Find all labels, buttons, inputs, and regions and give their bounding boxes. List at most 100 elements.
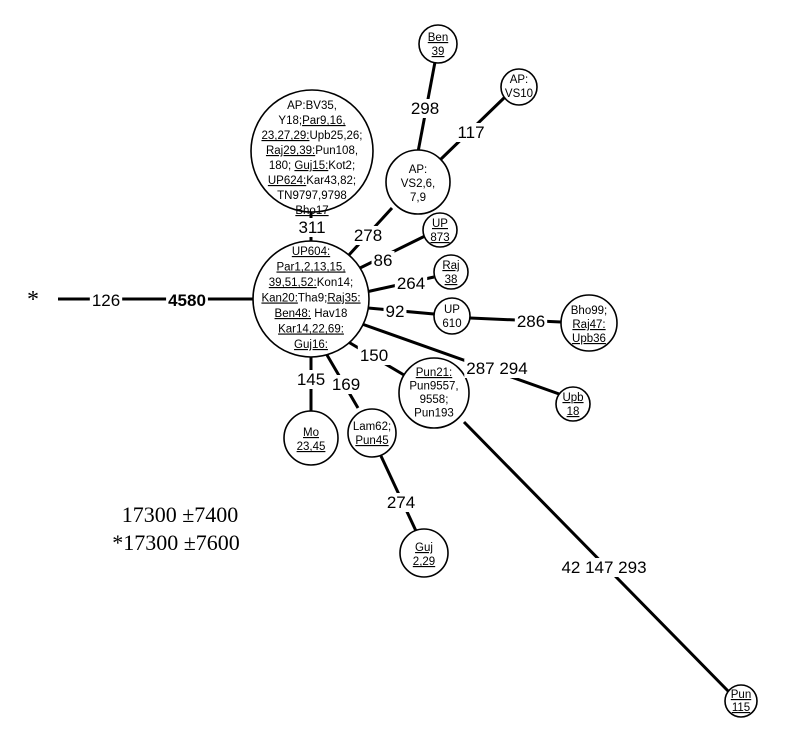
edge-label-background [455, 123, 487, 142]
root-branch-label: 4580 [168, 291, 206, 310]
node-label-segment: Kan20: [261, 293, 297, 305]
node-label-segment: AP:BV35, [287, 100, 337, 112]
node-label-segment: 115 [732, 702, 750, 714]
node-label-segment: Kar43,82; [306, 175, 356, 187]
node-label-segment: 23,45 [297, 441, 326, 453]
node-label-segment: AP: [510, 74, 529, 86]
upb18-label: Upb 18 [562, 392, 583, 418]
edge-label-background [166, 291, 208, 310]
edge-label-background [329, 375, 363, 394]
edge-label-upb18: 287 294 [466, 359, 527, 378]
edge-central-to-upb18 [361, 322, 563, 397]
edge-label-background [351, 226, 385, 245]
node-label-segment: 610 [442, 318, 461, 330]
node-lam62 [347, 408, 397, 458]
edge-label-background [371, 251, 395, 270]
lam62-label: Lam62;Pun45 [353, 421, 391, 447]
node-label-segment: UP [444, 304, 460, 316]
network-edges [58, 61, 732, 695]
age-estimate-2: *17300 ±7600 [112, 530, 240, 555]
node-upb18 [555, 386, 591, 422]
node-label-segment: Bho17 [295, 205, 328, 217]
node-label-segment: Par1,2,13,15, [276, 262, 345, 274]
node-ap-vs [385, 149, 451, 215]
pun21-label: Pun21:Pun9557,9558;Pun193 [409, 367, 458, 420]
edge-label-background [89, 291, 123, 310]
ap-vs10-label: AP: VS10 [505, 74, 533, 100]
node-label-segment: 873 [430, 232, 449, 244]
node-label-segment: UP [432, 218, 448, 230]
central-node-label: UP604:Par1,2,13,15,39,51,52:Kon14;Kan20:… [261, 246, 360, 351]
node-label-segment: Upb [562, 392, 583, 404]
node-label-segment: TN9797,9798 [277, 190, 347, 202]
edge-label-background [559, 558, 649, 577]
bho99-label: Bho99; Raj47: Upb36 [571, 305, 607, 345]
node-label-segment: Y18; [278, 115, 302, 127]
node-upper-cluster [250, 89, 374, 213]
node-mo [283, 410, 339, 466]
node-up873 [422, 212, 458, 248]
node-label-segment: Kon14; [317, 277, 353, 289]
up610-label: UP 610 [442, 304, 461, 330]
edge-label-background [294, 370, 328, 389]
edge-label-background [296, 218, 328, 237]
node-label-segment: Ben [428, 32, 448, 44]
edge-label-upper-cluster: 311 [298, 218, 325, 237]
node-label-segment: Lam62; [353, 421, 391, 433]
age-estimate-1: 17300 ±7400 [122, 502, 239, 527]
node-label-segment: Raj29,39: [266, 145, 315, 157]
node-label-segment: 180; [269, 160, 295, 172]
node-label-segment: Guj15: [294, 160, 328, 172]
ben39-label: Ben 39 [428, 32, 448, 58]
edge-label-pun115: 42 147 293 [561, 558, 646, 577]
node-label-segment: Pun21: [416, 367, 452, 379]
upper-cluster-label: AP:BV35,Y18;Par9,16,23,27,29:Upb25,26;Ra… [261, 100, 362, 217]
node-label-segment: AP: [409, 164, 428, 176]
node-label-segment: Guj [415, 542, 433, 554]
node-label-segment: Guj16: [294, 339, 328, 351]
node-label-segment: Raj47: [572, 319, 605, 331]
node-label-segment: VS10 [505, 88, 533, 100]
root-marker: * [27, 287, 39, 313]
node-label-segment: 2,29 [413, 556, 435, 568]
edge-label-mo: 145 [297, 370, 325, 389]
edge-label-background [383, 302, 407, 321]
root-edge-label: 126 [92, 291, 120, 310]
node-label-segment: Upb36 [572, 333, 606, 345]
node-label-segment: Kar14,22,69: [278, 324, 344, 336]
network-nodes [250, 24, 758, 718]
edge-label-bho99: 286 [517, 312, 545, 331]
node-label-segment: Raj [442, 260, 459, 272]
node-label-segment: Tha9; [298, 293, 327, 305]
edge-label-guj: 274 [387, 493, 415, 512]
node-label-segment: Ben48: [275, 308, 311, 320]
edge-label-background [514, 312, 548, 331]
node-raj38 [433, 254, 469, 290]
node-pun21 [398, 357, 470, 429]
node-central-haplotype [252, 240, 370, 358]
node-ben39 [418, 24, 458, 64]
node-label-segment: UP624: [268, 175, 306, 187]
node-label-segment: 39 [432, 46, 445, 58]
node-guj [399, 528, 449, 578]
node-label-segment: Pun [731, 689, 751, 701]
edge-label-ap-vs10: 117 [457, 123, 484, 142]
node-label-segment: Pun108, [315, 145, 358, 157]
node-ap-vs10 [500, 68, 538, 106]
edge-label-up873: 86 [374, 251, 393, 270]
node-label-segment: 7,9 [410, 192, 426, 204]
node-label-segment: 23,27,29: [261, 130, 309, 142]
node-label-segment: 18 [567, 406, 580, 418]
node-label-segment: Bho99; [571, 305, 607, 317]
edge-label-lam62: 169 [332, 375, 360, 394]
node-labels: UP604:Par1,2,13,15,39,51,52:Kon14;Kan20:… [261, 32, 751, 714]
node-up610 [433, 297, 471, 335]
up873-label: UP 873 [430, 218, 449, 244]
node-label-segment: Kot2; [328, 160, 355, 172]
edge-label-background [357, 346, 391, 365]
node-label-segment: VS2,6, [401, 178, 436, 190]
